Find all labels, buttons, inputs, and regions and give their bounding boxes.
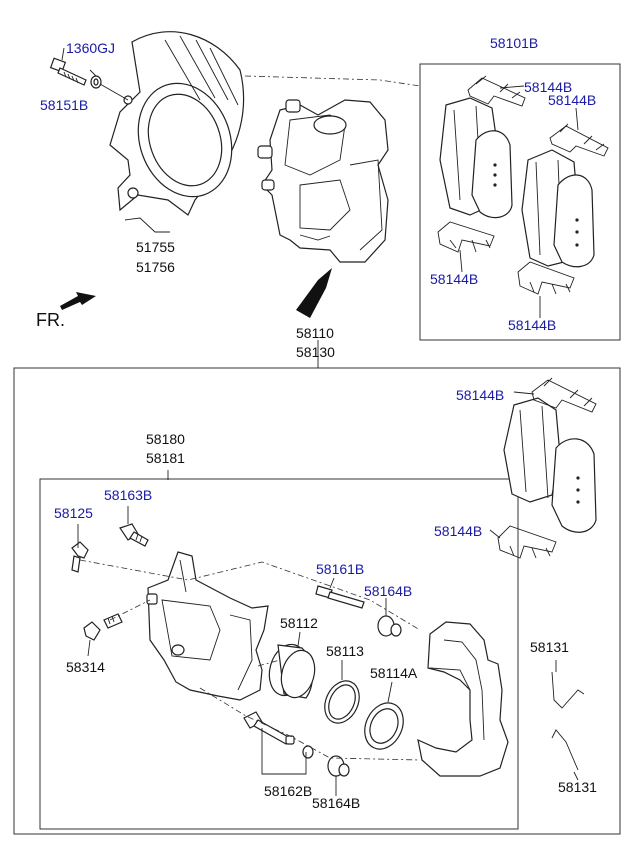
label-58161b: 58161B bbox=[316, 561, 364, 577]
bleeder-screw bbox=[83, 613, 123, 641]
guide-pin-upper bbox=[315, 585, 365, 609]
leader-clip-f bbox=[489, 529, 501, 539]
caliper-bolt bbox=[119, 523, 149, 547]
label-58314: 58314 bbox=[66, 659, 105, 675]
label-58112: 58112 bbox=[280, 615, 318, 631]
leader-clip-e bbox=[513, 391, 535, 395]
pin-boot-lower bbox=[302, 745, 350, 777]
label-58162b: 58162B bbox=[264, 783, 312, 799]
label-pad-kit-top: 58101B bbox=[490, 35, 538, 51]
caliper-carrier bbox=[417, 621, 509, 777]
pad-set-lower bbox=[497, 377, 597, 559]
label-clip-f: 58144B bbox=[434, 523, 482, 539]
leader-clip-b bbox=[575, 107, 579, 131]
caliper-assembly-frame bbox=[13, 367, 621, 835]
label-body-2: 58181 bbox=[146, 450, 185, 466]
pin-boot-upper bbox=[377, 615, 402, 637]
reference-line-top bbox=[244, 75, 421, 87]
pad-kit-frame bbox=[419, 63, 621, 341]
label-clip-c: 58144B bbox=[430, 271, 478, 287]
label-58164b-bottom: 58164B bbox=[312, 795, 360, 811]
piston-seal bbox=[324, 680, 360, 724]
reference-line-bleeder bbox=[109, 599, 151, 621]
reference-line-upper bbox=[79, 559, 421, 631]
anti-rattle-spring-lower bbox=[551, 729, 579, 771]
leader-58114a bbox=[387, 681, 393, 703]
label-shield-2: 51756 bbox=[136, 259, 175, 275]
guide-pin-lower bbox=[243, 711, 295, 745]
label-clip-b: 58144B bbox=[548, 92, 596, 108]
piston bbox=[268, 643, 316, 699]
label-front: FR. bbox=[36, 310, 65, 330]
leader-clip-c bbox=[459, 249, 463, 273]
label-caliper-assy-2: 58130 bbox=[296, 344, 335, 360]
label-58131-bottom: 58131 bbox=[558, 779, 597, 795]
shield-bolt bbox=[49, 57, 87, 86]
label-clip-d: 58144B bbox=[508, 317, 556, 333]
label-clip-e: 58144B bbox=[456, 387, 504, 403]
label-bolt-top: 1360GJ bbox=[66, 40, 115, 56]
piston-dust-boot bbox=[364, 702, 404, 750]
dust-shield bbox=[109, 31, 245, 216]
caliper-body bbox=[146, 551, 269, 701]
label-body-1: 58180 bbox=[146, 431, 185, 447]
leader-58131-bottom bbox=[573, 771, 579, 781]
reference-line-piston bbox=[257, 659, 281, 667]
caliper-assembly-top bbox=[257, 99, 389, 263]
label-58164b-top: 58164B bbox=[364, 583, 412, 599]
caliper-body-frame bbox=[39, 478, 519, 830]
pad-kit-top bbox=[437, 75, 609, 295]
reference-line-lower bbox=[199, 687, 421, 761]
label-bolt-bottom: 58151B bbox=[40, 97, 88, 113]
shield-washer bbox=[90, 75, 102, 89]
leader-58161b bbox=[329, 577, 335, 589]
leader-58314 bbox=[87, 639, 91, 657]
label-58114a: 58114A bbox=[370, 665, 418, 681]
leader-clip-a bbox=[499, 85, 525, 89]
label-58125: 58125 bbox=[54, 505, 93, 521]
anti-rattle-spring-upper bbox=[551, 671, 585, 709]
leader-shield bbox=[124, 217, 170, 233]
label-clip-a: 58144B bbox=[524, 79, 572, 95]
label-caliper-assy-1: 58110 bbox=[296, 325, 334, 341]
assembly-pointer-arrow bbox=[296, 268, 332, 318]
label-58163b: 58163B bbox=[104, 487, 152, 503]
label-58131-top: 58131 bbox=[530, 639, 569, 655]
front-direction-arrow bbox=[60, 292, 96, 310]
bleeder-cap bbox=[71, 541, 89, 573]
label-58113: 58113 bbox=[326, 643, 364, 659]
leader-58162b bbox=[261, 728, 307, 775]
label-shield-1: 51755 bbox=[136, 239, 175, 255]
leader-58112 bbox=[297, 631, 301, 647]
